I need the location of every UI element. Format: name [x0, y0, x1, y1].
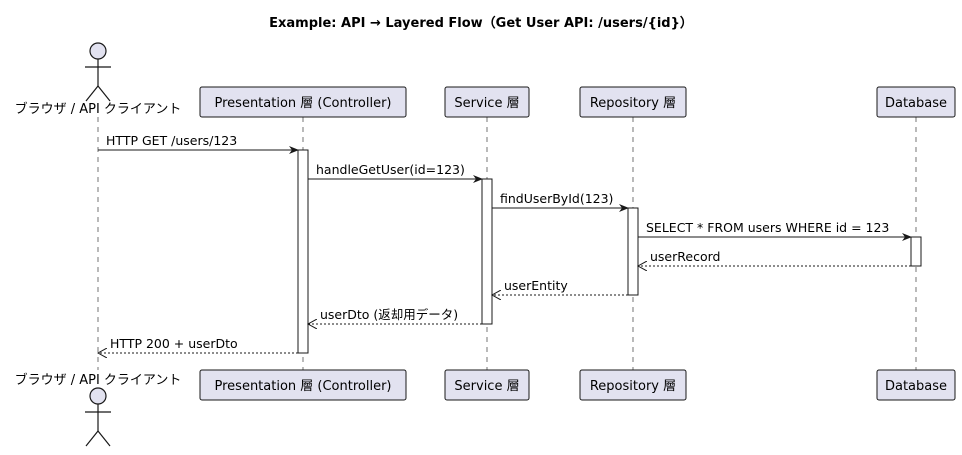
participant-label-client-bottom: ブラウザ / API クライアント: [15, 372, 182, 388]
participant-service-top: Service 層: [444, 86, 530, 118]
participant-label-client-top: ブラウザ / API クライアント: [15, 101, 182, 117]
message-label-1: HTTP GET /users/123: [106, 133, 237, 148]
participant-database-bottom: Database: [876, 369, 956, 401]
message-6: userEntity: [492, 278, 628, 295]
participant-label-service-bottom: Service 層: [454, 379, 519, 394]
messages: HTTP GET /users/123 handleGetUser(id=123)…: [98, 133, 912, 353]
participant-label-database-top: Database: [885, 96, 947, 111]
message-5: userRecord: [638, 249, 911, 266]
message-label-3: findUserById(123): [500, 191, 613, 206]
message-label-8: HTTP 200 + userDto: [110, 336, 238, 351]
participant-repository-top: Repository 層: [579, 86, 687, 118]
participant-label-repository-top: Repository 層: [590, 96, 676, 111]
participant-label-controller-top: Presentation 層 (Controller): [215, 96, 392, 111]
message-2: handleGetUser(id=123): [308, 162, 483, 183]
message-3: findUserById(123): [492, 191, 629, 212]
activation-bar-repository: [627, 207, 639, 296]
activation-bar-database: [910, 236, 922, 267]
participant-service-bottom: Service 層: [444, 369, 530, 401]
participant-controller-top: Presentation 層 (Controller): [199, 86, 407, 118]
participant-label-database-bottom: Database: [885, 379, 947, 394]
participant-label-controller-bottom: Presentation 層 (Controller): [215, 379, 392, 394]
participant-database-top: Database: [876, 86, 956, 118]
diagram-title: Example: API → Layered Flow（Get User API…: [269, 15, 693, 31]
actor-icon: [85, 42, 111, 102]
participant-controller-bottom: Presentation 層 (Controller): [199, 369, 407, 401]
activation-bar-controller: [297, 149, 309, 354]
message-label-2: handleGetUser(id=123): [316, 162, 465, 177]
message-4: SELECT * FROM users WHERE id = 123: [638, 220, 912, 241]
participant-repository-bottom: Repository 層: [579, 369, 687, 401]
message-label-5: userRecord: [650, 249, 720, 264]
activation-bars: [297, 149, 922, 354]
message-label-7: userDto (返却用データ): [320, 307, 458, 322]
message-8: HTTP 200 + userDto: [98, 336, 298, 353]
message-label-4: SELECT * FROM users WHERE id = 123: [646, 220, 889, 235]
participant-label-service-top: Service 層: [454, 96, 519, 111]
message-label-6: userEntity: [504, 278, 568, 293]
activation-bar-service: [481, 178, 493, 325]
participant-label-repository-bottom: Repository 層: [590, 379, 676, 394]
message-7: userDto (返却用データ): [308, 307, 482, 324]
actor-icon: [85, 387, 111, 447]
lifelines: [97, 117, 917, 370]
message-1: HTTP GET /users/123: [98, 133, 299, 154]
